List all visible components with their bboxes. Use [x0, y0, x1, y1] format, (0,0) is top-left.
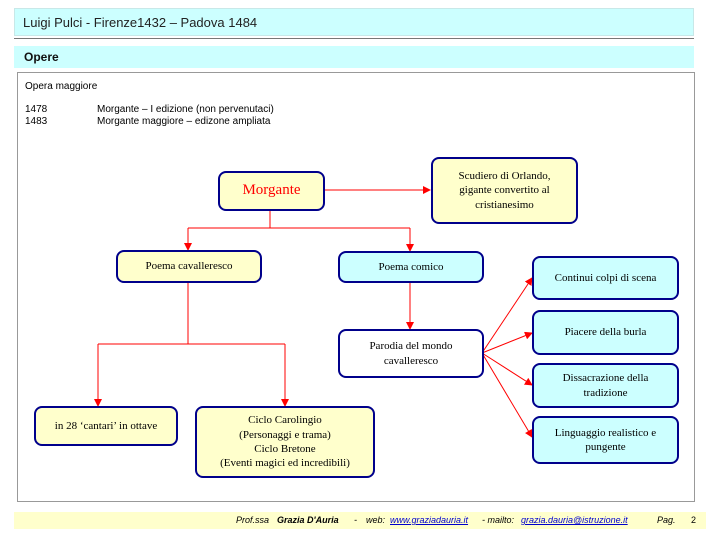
- footer-page-label: Pag.: [657, 515, 676, 525]
- arrow-to-piacere: [481, 331, 533, 354]
- node-cantari: in 28 ‘cantari’ in ottave: [34, 406, 178, 446]
- node-poema-comico: Poema comico: [338, 251, 484, 283]
- row-year-1483: 1483: [25, 116, 48, 127]
- arrow-to-dissacrazione: [481, 352, 533, 386]
- footer-web-label: web:: [366, 515, 386, 525]
- section-bar: Opere: [14, 46, 694, 68]
- node-dissacrazione: Dissacrazione della tradizione: [532, 363, 679, 408]
- content-heading: Opera maggiore: [25, 81, 98, 92]
- row-year-1478: 1478: [25, 104, 48, 115]
- footer-dash: -: [354, 515, 357, 525]
- footer-mail-link[interactable]: grazia.dauria@istruzione.it: [521, 515, 628, 525]
- footer-mail-label: - mailto:: [482, 515, 515, 525]
- footer-web-link[interactable]: www.graziadauria.it: [390, 515, 469, 525]
- title-bar: Luigi Pulci - Firenze1432 – Padova 1484: [14, 8, 694, 36]
- node-linguaggio: Linguaggio realistico e pungente: [532, 416, 679, 464]
- row-text-1478: Morgante – I edizione (non pervenutaci): [97, 104, 274, 115]
- node-morgante: Morgante: [218, 171, 325, 211]
- node-continui: Continui colpi di scena: [532, 256, 679, 300]
- arrow-to-continui: [481, 277, 533, 354]
- footer-name: Grazia D'Auria: [277, 515, 339, 525]
- node-piacere: Piacere della burla: [532, 310, 679, 355]
- node-poema-cavalleresco: Poema cavalleresco: [116, 250, 262, 283]
- title-divider: [14, 38, 694, 39]
- node-cicli: Ciclo Carolingio (Personaggi e trama) Ci…: [195, 406, 375, 478]
- section-title: Opere: [24, 50, 59, 64]
- node-scudiero: Scudiero di Orlando, gigante convertito …: [431, 157, 578, 224]
- row-text-1483: Morgante maggiore – edizone ampliata: [97, 116, 271, 127]
- footer-prof: Prof.ssa: [236, 515, 270, 525]
- page-title: Luigi Pulci - Firenze1432 – Padova 1484: [23, 15, 258, 30]
- footer-page-number: 2: [691, 515, 697, 525]
- footer-bar: Prof.ssa Grazia D'Auria - web: www.grazi…: [14, 512, 706, 529]
- arrow-to-linguaggio: [481, 352, 533, 438]
- node-parodia: Parodia del mondo cavalleresco: [338, 329, 484, 378]
